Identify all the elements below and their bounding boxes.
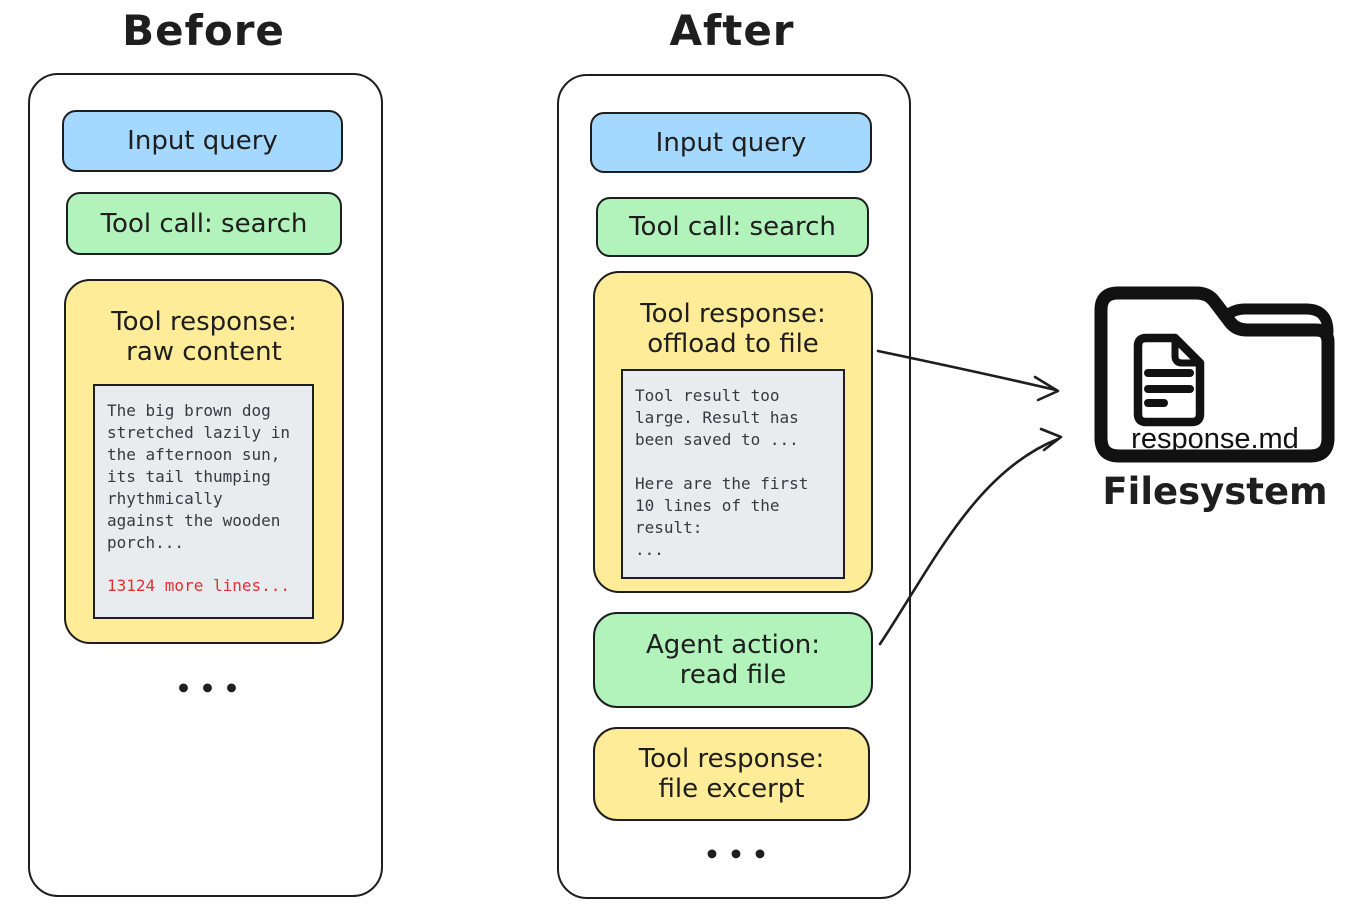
file-excerpt-box: Tool response: file excerpt [593,727,870,821]
raw-content-code-box: The big brown dog stretched lazily in th… [93,384,314,619]
before-tool-call-box: Tool call: search [66,192,342,255]
before-title: Before [122,6,285,55]
before-tool-response-title: Tool response: raw content [111,307,297,367]
after-ellipsis: ••• [704,840,776,869]
document-icon [1133,333,1205,427]
folder-flap [1220,303,1334,338]
before-ellipsis: ••• [175,674,248,703]
agent-action-box: Agent action: read file [593,612,873,708]
after-tool-response-box: Tool response: offload to file Tool resu… [593,271,873,593]
before-input-query-box: Input query [62,110,343,172]
offload-message-text: Tool result too large. Result has been s… [635,386,809,559]
after-input-query-box: Input query [590,112,872,173]
offload-message-code-box: Tool result too large. Result has been s… [621,369,845,579]
filesystem-label: Filesystem [1102,470,1328,513]
after-tool-response-title: Tool response: offload to file [640,299,826,359]
after-title: After [669,6,795,55]
before-tool-response-box: Tool response: raw content The big brown… [64,279,344,644]
more-lines-text: 13124 more lines... [107,576,291,595]
raw-content-text: The big brown dog stretched lazily in th… [107,401,291,552]
response-filename: response.md [1131,423,1299,455]
after-tool-call-box: Tool call: search [596,197,869,257]
